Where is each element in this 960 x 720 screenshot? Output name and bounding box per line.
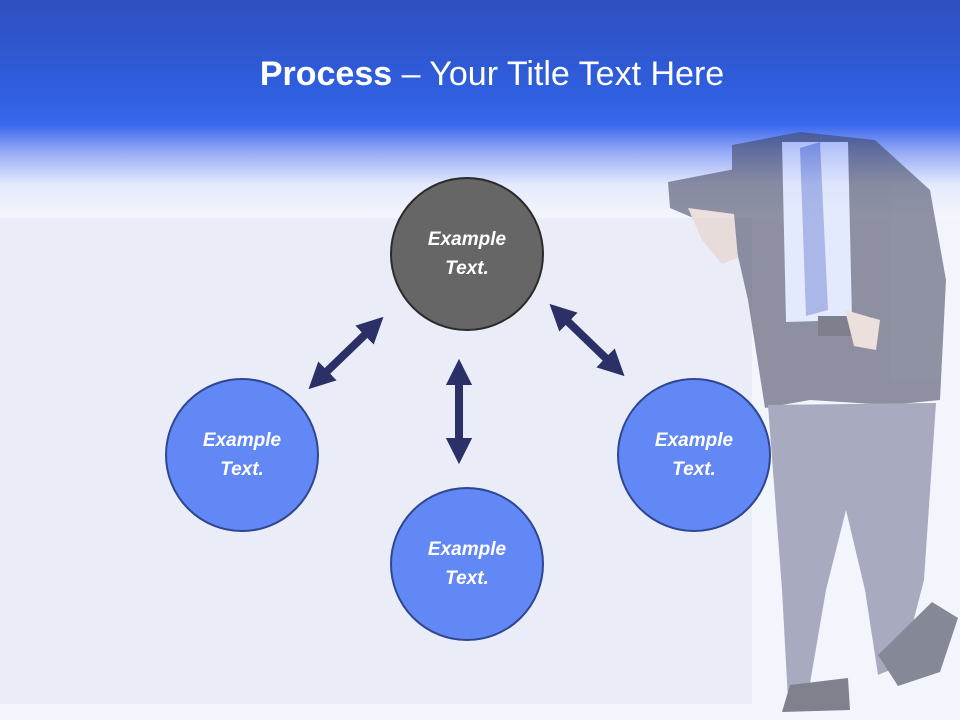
node-bottom-text: Example Text. (427, 539, 507, 589)
node-left: Example Text. (165, 378, 319, 532)
arrow-top-left (308, 316, 384, 390)
node-right-text: Example Text. (654, 430, 734, 480)
slide-title: Process – Your Title Text Here (0, 52, 960, 96)
arrow-top-right (549, 303, 625, 377)
node-top-text: Example Text. (427, 229, 507, 279)
node-right: Example Text. (617, 378, 771, 532)
node-left-text: Example Text. (202, 430, 282, 480)
node-bottom: Example Text. (390, 487, 544, 641)
title-rest: – Your Title Text Here (392, 55, 725, 93)
node-top: Example Text. (390, 177, 544, 331)
title-bold: Process (259, 55, 393, 93)
businessman-image (668, 132, 958, 712)
